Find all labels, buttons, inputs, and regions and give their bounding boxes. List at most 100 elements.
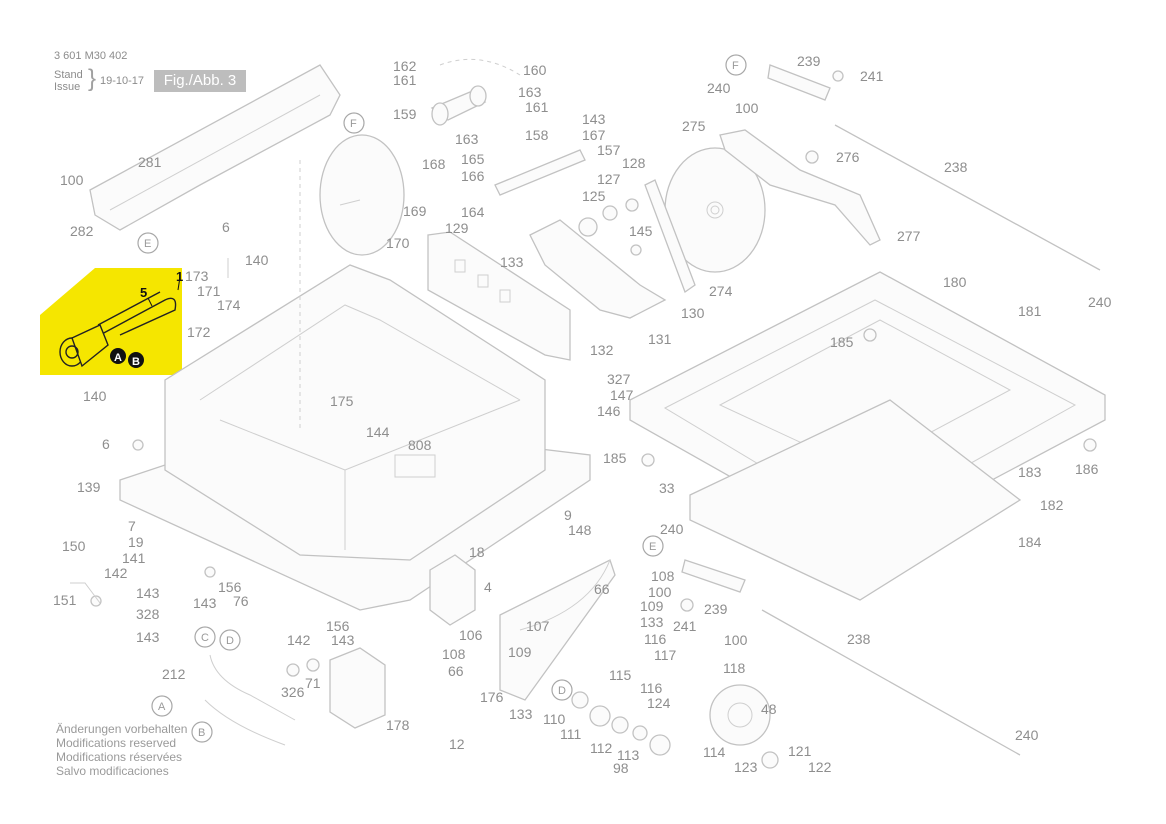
part-label: 12 bbox=[449, 736, 465, 752]
part-label: 143 bbox=[193, 595, 217, 611]
part-label: 133 bbox=[640, 614, 664, 630]
part-label: 76 bbox=[233, 593, 249, 609]
part-label: 66 bbox=[594, 581, 610, 597]
part-label: 159 bbox=[393, 106, 417, 122]
power-cord-part bbox=[59, 291, 177, 368]
part-182-plate bbox=[689, 399, 1022, 601]
part-label: 133 bbox=[509, 706, 533, 722]
part-212-harness bbox=[204, 654, 296, 746]
callout-c: C bbox=[201, 632, 209, 644]
part-label: 240 bbox=[1015, 727, 1039, 743]
part-label: 114 bbox=[703, 744, 726, 760]
part-label: 100 bbox=[724, 632, 748, 648]
part-label: 122 bbox=[808, 759, 832, 775]
part-label: 168 bbox=[422, 156, 446, 172]
part-label: 118 bbox=[723, 660, 746, 676]
part-label: 186 bbox=[1075, 461, 1099, 477]
part-label: 169 bbox=[403, 203, 427, 219]
part-label: 175 bbox=[330, 393, 354, 409]
part-label: 142 bbox=[104, 565, 128, 581]
part-label: 326 bbox=[281, 684, 305, 700]
part-label: 132 bbox=[590, 342, 614, 358]
callout-d-left: D bbox=[226, 635, 234, 647]
highlight-label-1: 1 bbox=[176, 269, 183, 284]
part-label: 184 bbox=[1018, 534, 1042, 550]
part-label: 182 bbox=[1040, 497, 1064, 513]
part-label: 148 bbox=[568, 522, 592, 538]
part-label: 147 bbox=[610, 387, 634, 403]
part-label: 156 bbox=[218, 579, 242, 595]
part-label: 158 bbox=[525, 127, 549, 143]
highlight-label-5: 5 bbox=[140, 285, 147, 300]
callout-f-top: F bbox=[350, 118, 357, 130]
part-label: 121 bbox=[788, 743, 812, 759]
part-label: 151 bbox=[53, 592, 77, 608]
part-label: 174 bbox=[217, 297, 241, 313]
part-label: 6 bbox=[222, 219, 230, 235]
part-label: 107 bbox=[526, 618, 550, 634]
part-label: 238 bbox=[944, 159, 968, 175]
callout-a: A bbox=[158, 701, 166, 713]
part-238-rod-lower bbox=[761, 609, 1021, 756]
part-label: 163 bbox=[455, 131, 479, 147]
part-label: 240 bbox=[707, 80, 731, 96]
part-label: 181 bbox=[1018, 303, 1042, 319]
part-label: 140 bbox=[83, 388, 107, 404]
part-label: 150 bbox=[62, 538, 86, 554]
part-label: 328 bbox=[136, 606, 160, 622]
note-fr: Modifications réservées bbox=[56, 750, 183, 764]
part-label: 48 bbox=[761, 701, 777, 717]
part-label: 123 bbox=[734, 759, 758, 775]
part-label: 171 bbox=[197, 283, 221, 299]
part-label: 143 bbox=[582, 111, 606, 127]
part-157-bracket bbox=[494, 149, 586, 196]
part-label: 18 bbox=[469, 544, 485, 560]
part-label: 157 bbox=[597, 142, 621, 158]
part-number-labels: 162 161 160 163 161 159 143 167 158 163 … bbox=[53, 53, 1112, 776]
part-label: 156 bbox=[326, 618, 350, 634]
part-label: 109 bbox=[640, 598, 664, 614]
part-label: 128 bbox=[622, 155, 646, 171]
part-118-handwheel bbox=[709, 684, 771, 746]
part-label: 33 bbox=[659, 480, 675, 496]
part-4-switch bbox=[429, 554, 476, 626]
part-238-rod bbox=[834, 124, 1101, 271]
part-label: 162 bbox=[393, 58, 417, 74]
part-label: 6 bbox=[102, 436, 110, 452]
part-label: 239 bbox=[704, 601, 728, 617]
part-label: 185 bbox=[603, 450, 627, 466]
part-label: 133 bbox=[500, 254, 524, 270]
callout-d-right: D bbox=[558, 685, 566, 697]
part-label: 173 bbox=[185, 268, 209, 284]
part-label: 282 bbox=[70, 223, 94, 239]
part-label: 281 bbox=[138, 154, 162, 170]
part-239-rail bbox=[767, 64, 831, 101]
part-label: 124 bbox=[647, 695, 671, 711]
part-label: 241 bbox=[673, 618, 697, 634]
part-label: 111 bbox=[560, 726, 581, 742]
part-label: 131 bbox=[648, 331, 672, 347]
part-label: 100 bbox=[60, 172, 84, 188]
part-label: 9 bbox=[564, 507, 572, 523]
part-label: 141 bbox=[122, 550, 146, 566]
part-281-guard bbox=[89, 64, 341, 231]
part-label: 106 bbox=[459, 627, 483, 643]
part-168-blade bbox=[319, 134, 405, 256]
part-label: 71 bbox=[305, 675, 321, 691]
part-label: 161 bbox=[525, 99, 549, 115]
part-label: 142 bbox=[287, 632, 311, 648]
part-label: 143 bbox=[331, 632, 355, 648]
part-129-plate bbox=[427, 231, 571, 361]
part-label: 115 bbox=[609, 667, 632, 683]
stand-label: Stand bbox=[54, 69, 83, 81]
part-label: 143 bbox=[136, 585, 160, 601]
callout-e-right: E bbox=[649, 541, 656, 553]
part-label: 180 bbox=[943, 274, 967, 290]
part-label: 100 bbox=[735, 100, 759, 116]
part-label: 116 bbox=[640, 680, 663, 696]
part-washers bbox=[90, 70, 1097, 769]
part-label: 170 bbox=[386, 235, 410, 251]
part-label: 108 bbox=[651, 568, 675, 584]
